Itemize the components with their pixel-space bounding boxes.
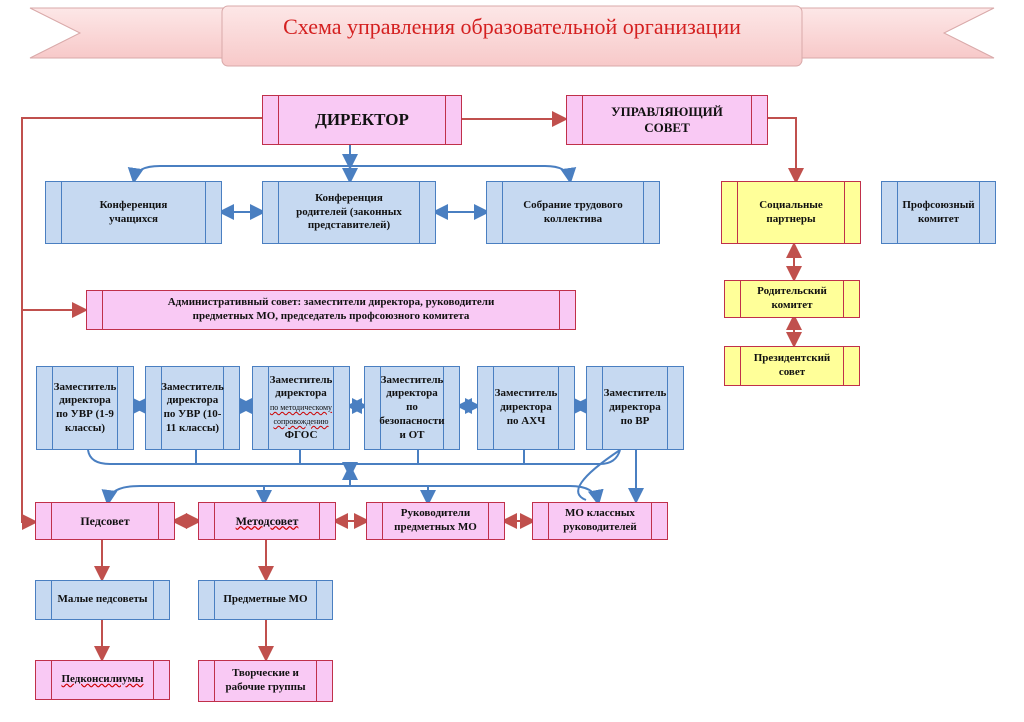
creative-groups-box: Творческие и рабочие группы — [198, 660, 333, 702]
deputy-ahch-box: Заместитель директора по АХЧ — [477, 366, 575, 450]
deputy-uvr-1-9-box: Заместитель директора по УВР (1-9 классы… — [36, 366, 134, 450]
small-ped-councils-box: Малые педсоветы — [35, 580, 170, 620]
deputy-vr-box: Заместитель директора по ВР — [586, 366, 684, 450]
president-council-box: Президентский совет — [724, 346, 860, 386]
deputy-uvr-10-11-box: Заместитель директора по УВР (10- 11 кла… — [145, 366, 240, 450]
page-title: Схема управления образовательной организ… — [283, 14, 741, 39]
subject-heads-box: Руководители предметных МО — [366, 502, 505, 540]
students-conference-box: Конференция учащихся — [45, 181, 222, 244]
union-committee-box: Профсоюзный комитет — [881, 181, 996, 244]
labor-meeting-box: Собрание трудового коллектива — [486, 181, 660, 244]
social-partners-box: Социальные партнеры — [721, 181, 861, 244]
managing-council-box: УПРАВЛЯЮЩИЙ СОВЕТ — [566, 95, 768, 145]
parent-committee-box: Родительский комитет — [724, 280, 860, 318]
subject-mo-box: Предметные МО — [198, 580, 333, 620]
deputy-safety-box: Заместитель директора по безопасности и … — [364, 366, 460, 450]
mo-class-teachers-box: МО классных руководителей — [532, 502, 668, 540]
parents-conference-box: Конференция родителей (законных представ… — [262, 181, 436, 244]
method-council-box: Методсовет — [198, 502, 336, 540]
ped-council-box: Педсовет — [35, 502, 175, 540]
title-ribbon — [29, 5, 995, 67]
director-box: ДИРЕКТОР — [262, 95, 462, 145]
ped-consilium-box: Педконсилиумы — [35, 660, 170, 700]
admin-council-box: Административный совет: заместители дире… — [86, 290, 576, 330]
